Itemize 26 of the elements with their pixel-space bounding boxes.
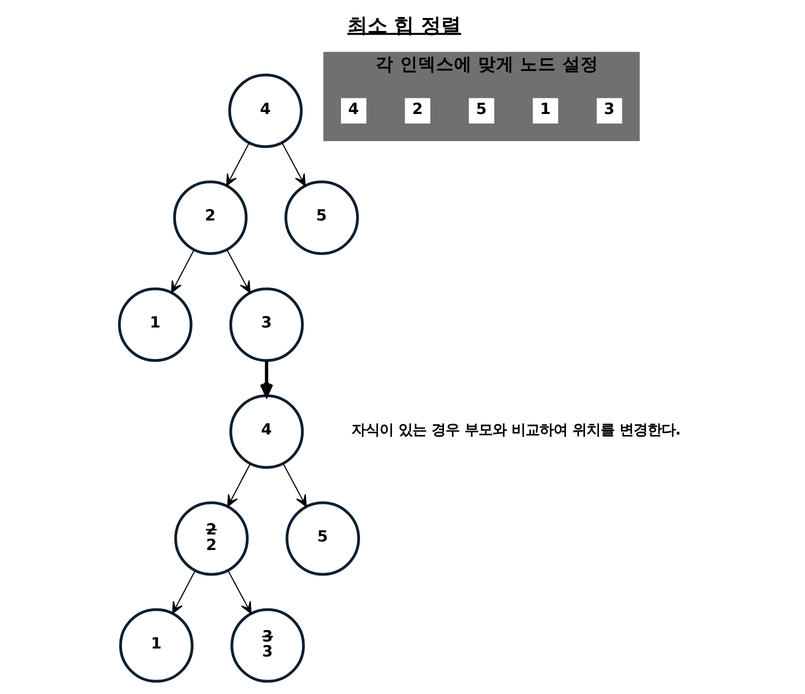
node-box: 1 (532, 98, 558, 124)
arrow (226, 142, 250, 186)
arrow (281, 142, 306, 186)
node-circle: 1 (118, 287, 192, 362)
node-circle: 1 (118, 608, 194, 683)
node-circle: 5 (285, 501, 360, 576)
node-circle: 2 2 (174, 501, 248, 576)
arrow (226, 463, 250, 507)
arrow (170, 249, 194, 294)
node-box: 2 (404, 98, 430, 124)
arrow (172, 570, 196, 614)
node-box: 3 (596, 98, 622, 124)
label: 자식이 있는 경우 부모와 비교하여 위치를 변경한다. (350, 422, 680, 438)
node-circle: 4 (228, 394, 304, 469)
arrow (259, 360, 273, 398)
node-circle: 3 3 (230, 608, 304, 683)
arrow (282, 463, 306, 507)
arrow (226, 249, 250, 294)
arrow (227, 570, 252, 614)
node-circle: 4 (228, 74, 302, 148)
diagram-title: 최소 힙 정렬 (346, 14, 461, 37)
node-box: 4 (340, 98, 366, 124)
node-circle: 2 (172, 180, 248, 255)
node-circle: 5 (284, 180, 358, 255)
node-circle: 3 (228, 287, 304, 362)
node-box: 5 (468, 98, 494, 124)
